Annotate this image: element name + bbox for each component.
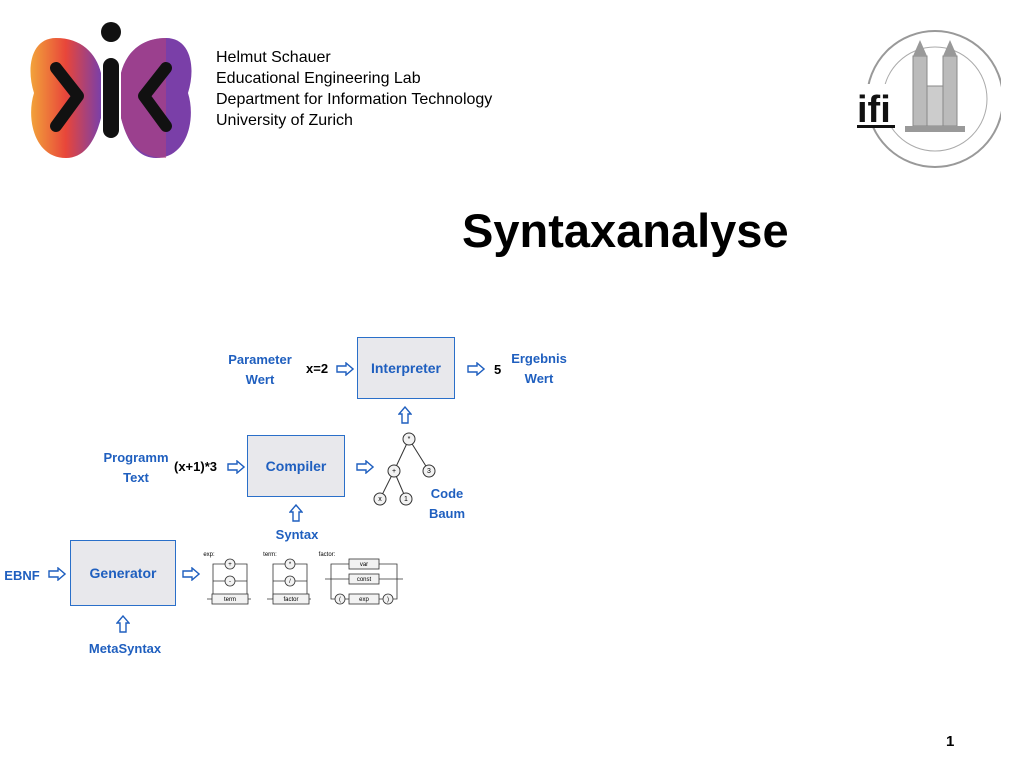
slide-title: Syntaxanalyse — [462, 204, 789, 257]
code-tree: * + 3 x 1 — [373, 432, 436, 506]
compiler-input-value: (x+1)*3 — [174, 459, 217, 474]
syntax-diagram: Parameter Wert x=2 Interpreter 5 Ergebni… — [0, 330, 600, 670]
arrow-up-icon — [116, 615, 130, 633]
interpreter-input-value: x=2 — [306, 361, 329, 376]
interpreter-output-label: Ergebnis Wert — [511, 351, 567, 386]
arrow-right-icon — [336, 362, 354, 376]
ifi-logo-text: ifi — [857, 89, 891, 131]
chart-op: ( — [339, 597, 341, 603]
tree-node — [373, 432, 436, 506]
metasyntax-label: MetaSyntax — [88, 641, 162, 656]
generator-box: Generator — [70, 540, 176, 606]
syntax-label: Syntax — [275, 527, 319, 542]
arrow-right-icon — [227, 460, 245, 474]
tree-node-label: x — [378, 496, 382, 503]
compiler-input-label: Programm Text — [103, 450, 169, 485]
arrow-right-icon — [356, 460, 374, 474]
chart-op: + — [228, 562, 232, 568]
chart-name-factor: factor: — [319, 552, 336, 558]
chart-op: * — [289, 562, 292, 568]
chart-op: ) — [387, 597, 389, 603]
ebnf-label: EBNF — [4, 568, 40, 583]
tree-node-label: + — [392, 468, 396, 475]
chart-box: var — [360, 562, 368, 568]
tree-node-label: * — [408, 436, 411, 443]
author-department: Department for Information Technology — [216, 91, 493, 108]
interpreter-box: Interpreter — [357, 337, 455, 399]
interpreter-input-label: Parameter Wert — [228, 352, 292, 387]
compiler-box: Compiler — [247, 435, 345, 497]
syntax-charts: exp: + - term term: * / factor factor: v… — [203, 552, 403, 605]
chart-name-exp: exp: — [203, 552, 215, 558]
chart-op: - — [229, 579, 231, 585]
code-tree-label: Code Baum — [428, 486, 466, 521]
arrow-right-icon — [467, 362, 485, 376]
university-seal-icon: ifi — [855, 30, 1001, 168]
arrow-up-icon — [398, 406, 412, 424]
eel-logo-icon — [30, 22, 192, 158]
tree-node-label: 3 — [427, 468, 431, 475]
interpreter-output-value: 5 — [494, 362, 502, 377]
author-name: Helmut Schauer — [216, 49, 331, 66]
chart-box: factor — [283, 597, 298, 603]
author-lab: Educational Engineering Lab — [216, 70, 421, 87]
arrow-right-icon — [182, 567, 200, 581]
tree-node-label: 1 — [404, 496, 408, 503]
chart-box: term — [224, 597, 236, 603]
chart-box: const — [357, 577, 372, 583]
arrow-up-icon — [289, 504, 303, 522]
author-university: University of Zurich — [216, 112, 353, 129]
chart-name-term: term: — [263, 552, 277, 558]
page-number: 1 — [946, 733, 955, 750]
author-block: Helmut Schauer Educational Engineering L… — [216, 47, 492, 131]
chart-box: exp — [359, 597, 369, 603]
chart-op: / — [289, 579, 291, 585]
arrow-right-icon — [48, 567, 66, 581]
